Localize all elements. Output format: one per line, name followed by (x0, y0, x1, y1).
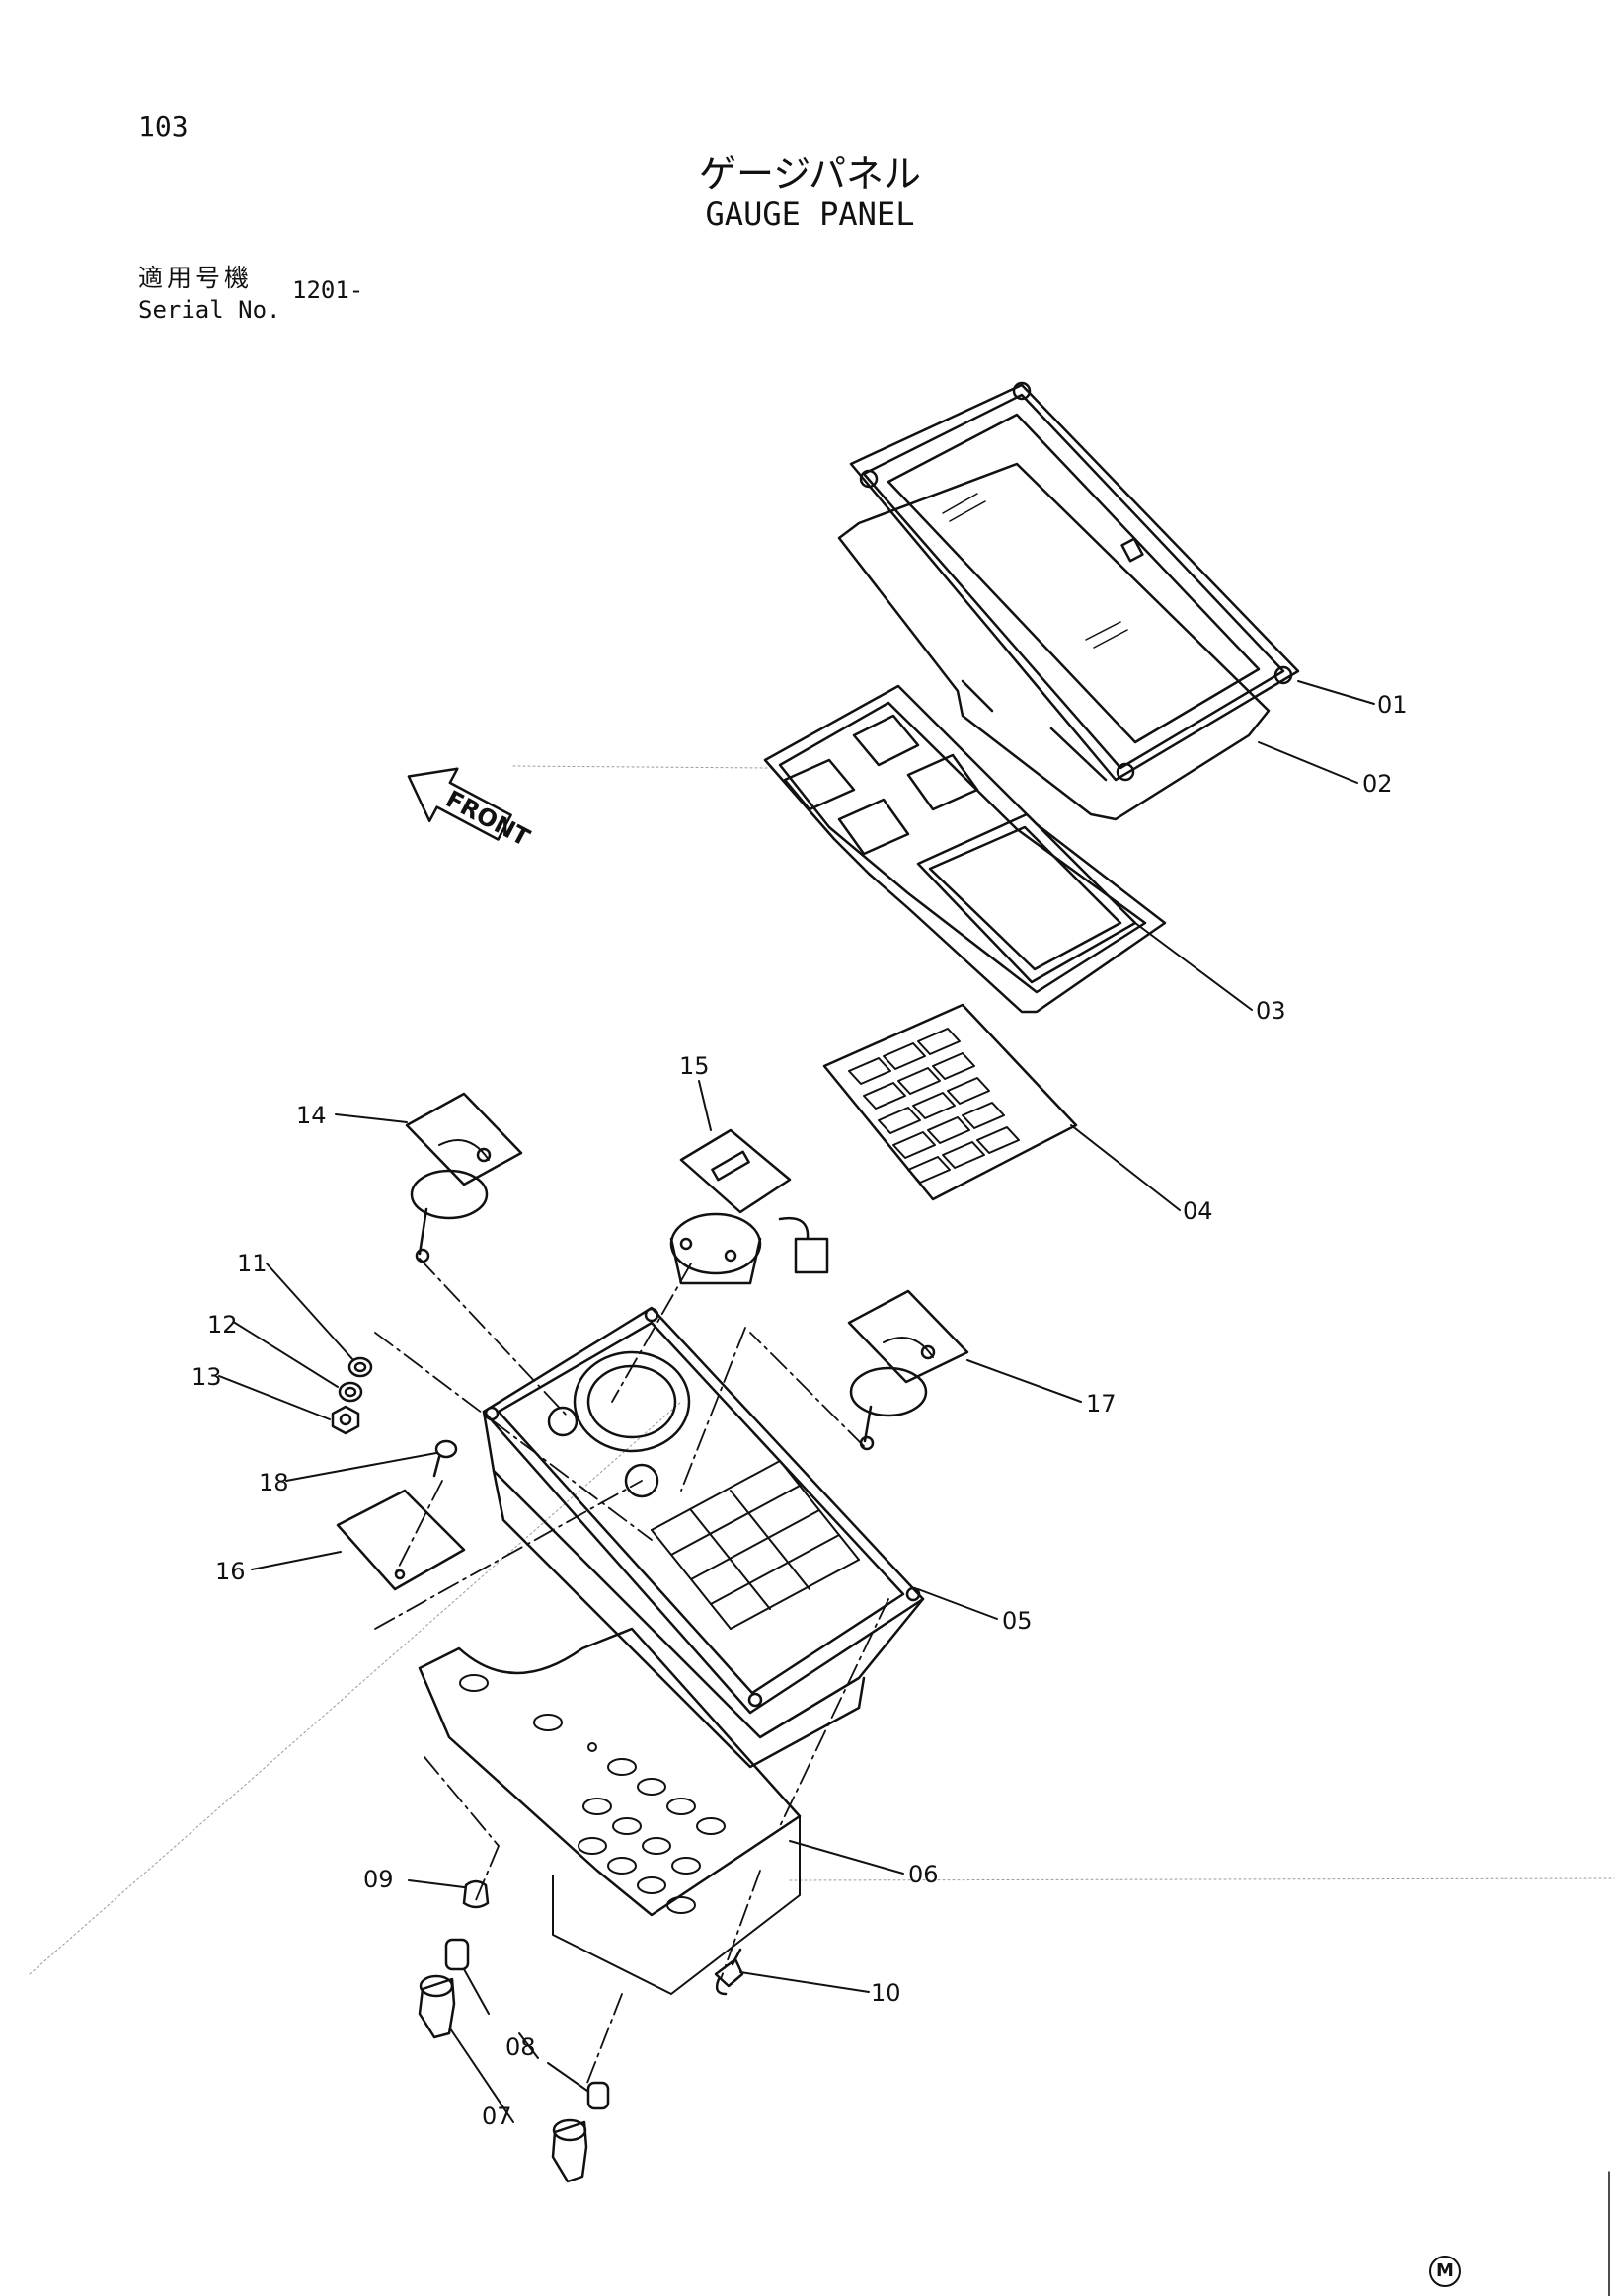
part-16-plate (336, 1489, 466, 1591)
part-04-key-grid (822, 1003, 1078, 1201)
part-08-bulb-lower (586, 2081, 610, 2110)
part-02-plate (837, 462, 1271, 821)
callout-18: 18 (259, 1469, 289, 1496)
page-title-en: GAUGE PANEL (705, 195, 915, 233)
callout-02: 02 (1362, 770, 1393, 798)
callout-14: 14 (296, 1102, 327, 1129)
part-13-nut (331, 1405, 360, 1435)
serial-label-jp: 適用号機 (138, 264, 254, 292)
serial-label-en: Serial No. (138, 296, 281, 324)
callout-04: 04 (1183, 1197, 1213, 1225)
callout-08: 08 (505, 2033, 536, 2061)
callout-11: 11 (237, 1250, 268, 1277)
callout-09: 09 (363, 1866, 394, 1893)
front-arrow: FRONT (407, 767, 535, 852)
callout-01: 01 (1377, 691, 1408, 719)
part-12-washer (338, 1381, 363, 1403)
page-title-jp: ゲージパネル (699, 152, 921, 195)
callout-13: 13 (192, 1363, 222, 1391)
part-18-screw (432, 1439, 458, 1478)
callout-numbers: 01 02 03 04 05 06 07 08 09 10 11 12 13 1… (192, 691, 1408, 2130)
part-08-bulb-upper (444, 1938, 470, 1971)
part-10-screw (714, 1948, 744, 1996)
part-06-board (418, 1627, 802, 1995)
serial-value: 1201- (292, 276, 364, 304)
part-17-gauge (847, 1289, 969, 1451)
part-07-socket-lower (551, 2118, 588, 2183)
callout-leaders (218, 680, 1375, 2123)
callout-15: 15 (679, 1052, 710, 1080)
part-11-washer (347, 1356, 373, 1378)
part-05-housing (482, 1306, 925, 1769)
part-09-cap (462, 1879, 490, 1909)
callout-06: 06 (908, 1861, 939, 1888)
assembly-lines (374, 1258, 889, 2084)
callout-10: 10 (871, 1979, 901, 2007)
part-14-gauge (405, 1092, 523, 1263)
part-07-socket-upper (418, 1974, 456, 2039)
maker-logo: M (1429, 2256, 1461, 2287)
callout-03: 03 (1256, 997, 1286, 1025)
part-15-hour-meter (669, 1128, 829, 1285)
part-01-bezel (849, 381, 1300, 782)
callout-12: 12 (207, 1311, 238, 1339)
callout-16: 16 (215, 1558, 246, 1585)
part-03-window-frame (763, 684, 1167, 1014)
front-arrow-label: FRONT (441, 785, 535, 852)
page-number: 103 (138, 111, 189, 143)
callout-07: 07 (482, 2103, 512, 2130)
callout-17: 17 (1086, 1390, 1117, 1417)
dotted-guide-lines (29, 765, 1615, 1975)
callout-05: 05 (1002, 1607, 1033, 1635)
